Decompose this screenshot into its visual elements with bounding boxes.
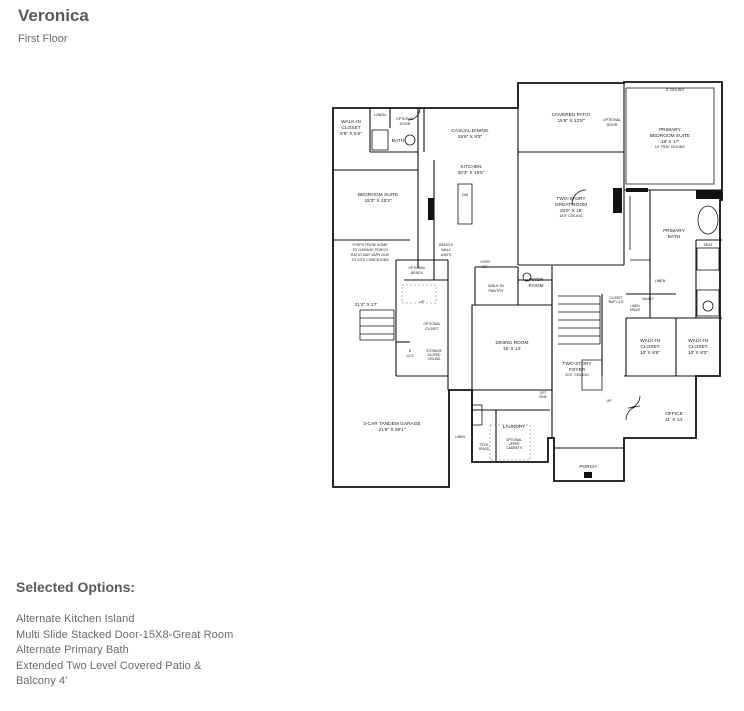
laundry-label: LAUNDRY bbox=[503, 424, 527, 430]
foyer-label-2: FOYER bbox=[569, 367, 586, 373]
kitchen-label: KITCHEN bbox=[460, 164, 482, 170]
optional-door-1-label: OPTIONAL bbox=[396, 117, 414, 121]
foyer-note: 20'0" CEILING bbox=[565, 373, 589, 377]
seat-label: SEAT bbox=[703, 243, 713, 247]
office-dim: 11' X 14' bbox=[665, 417, 683, 423]
walkin-closet-3-dim: 10' X 8'3" bbox=[688, 350, 708, 356]
walkin-closet-1-label: WALK-IN bbox=[341, 119, 361, 125]
garage-upper-dim: 21'4" X 17' bbox=[355, 302, 378, 308]
primary-suite-dim: 18' X 17' bbox=[661, 139, 679, 145]
porch-label: PORCH bbox=[579, 464, 597, 470]
optional-door-2-label-2: DOOR bbox=[607, 123, 618, 127]
bath-label: BATH bbox=[392, 138, 405, 144]
primary-suite-label: PRIMARY bbox=[659, 127, 682, 133]
optional-sink-label-2: SINK bbox=[539, 395, 547, 399]
drop-zone-label-3: UNITS bbox=[441, 253, 452, 257]
linen-3-label: LINEN bbox=[455, 435, 466, 439]
optional-closet-label: OPTIONAL bbox=[423, 322, 440, 326]
dining-room-dim: 15' X 14' bbox=[503, 346, 521, 352]
walkin-closet-1-label-2: CLOSET bbox=[341, 125, 360, 131]
optional-door-1-label-2: DOOR bbox=[400, 122, 411, 126]
optional-cabinets-label-3: CABINETS bbox=[506, 446, 522, 450]
up-2-label: UP bbox=[607, 399, 613, 403]
primary-suite-note: 10' TRAY CEILING bbox=[655, 145, 685, 149]
optional-door-2-label: OPTIONAL bbox=[603, 118, 621, 122]
selected-options-heading: Selected Options: bbox=[16, 579, 136, 595]
casual-dining-label: CASUAL DINING bbox=[451, 128, 488, 134]
linen-space-label: LINEN bbox=[630, 304, 640, 308]
optional-bench-label-2: BENCH bbox=[411, 271, 423, 275]
optional-cabinets-label-2: UPPER bbox=[509, 442, 521, 446]
dining-room-label: DINING ROOM bbox=[495, 340, 528, 346]
linen-1-label: LINEN bbox=[374, 112, 386, 117]
optional-bench-label: OPTIONAL bbox=[408, 266, 425, 270]
vanity-label: VANITY bbox=[642, 297, 655, 301]
storage-label-3: CEILING bbox=[428, 357, 441, 361]
closet-d-label-2: CLS bbox=[407, 354, 415, 358]
pwdr-room-label-2: ROOM bbox=[529, 283, 544, 289]
walkin-pantry-label-2: PANTRY bbox=[488, 289, 504, 293]
walkin-pantry-label: WALK-IN bbox=[488, 284, 504, 288]
garage-steps-note-2: TO GARAGE PORCH bbox=[352, 248, 388, 252]
kitchen-dim: 20'3" X 15'5" bbox=[457, 170, 484, 176]
covered-patio-label: COVERED PATIO bbox=[552, 112, 591, 118]
great-room-label: TWO-STORY bbox=[556, 196, 586, 202]
up-1-label: UP bbox=[420, 300, 426, 304]
walkin-closet-3-label-2: CLOSET bbox=[688, 344, 707, 350]
optional-closet-label-2: CLOSET bbox=[425, 327, 439, 331]
option-item: Multi Slide Stacked Door-15X8-Great Room bbox=[16, 628, 234, 641]
bedroom-suite-label: BEDROOM SUITE bbox=[358, 192, 398, 198]
storage-label: STORAGE bbox=[426, 349, 442, 353]
dw-label: DW bbox=[462, 193, 469, 197]
great-room-label-2: GREAT ROOM bbox=[555, 202, 587, 208]
option-item: Alternate Kitchen Island bbox=[16, 613, 135, 625]
linen-2-label: LINEN bbox=[655, 279, 666, 283]
garage-steps-note-3: RATIO MAY VARY DUE bbox=[351, 253, 390, 257]
closet-bup-label: CLOSET bbox=[609, 296, 623, 300]
walkin-closet-2-label: WALK-IN bbox=[640, 338, 660, 344]
walkin-closet-2-dim: 10' X 8'6" bbox=[640, 350, 660, 356]
great-room-dim: 19'0" X 19' bbox=[560, 208, 583, 214]
casual-dining-dim: 15'6" X 9'5" bbox=[458, 134, 483, 140]
covered-patio-dim: 15'6" X 12'8" bbox=[557, 118, 584, 124]
garage-dim: 21'8" X 30'1" bbox=[378, 427, 405, 433]
linen-space-label-2: SPACE bbox=[630, 308, 641, 312]
oven-label: OVEN bbox=[480, 260, 490, 264]
tech-space-label-2: SPACE bbox=[479, 447, 490, 451]
great-room-note: 18'0" CEILING bbox=[559, 214, 583, 218]
plan-title: Veronica bbox=[18, 6, 89, 25]
optional-cabinets-label: OPTIONAL bbox=[506, 438, 522, 442]
walkin-closet-3-label: WALK-IN bbox=[688, 338, 708, 344]
option-item: Balcony 4' bbox=[16, 675, 68, 687]
garage-steps-note-4: TO SITE CONDITIONS bbox=[351, 258, 389, 262]
tech-space-label: TECH bbox=[480, 443, 489, 447]
floor-plan: WALK-IN CLOSET 5'8" X 6'2" LINEN OPTIONA… bbox=[330, 80, 726, 492]
drop-zone-label: BENCH/ bbox=[439, 243, 453, 247]
bedroom-suite-dim: 15'3" X 15'2" bbox=[364, 198, 391, 204]
garage-steps-note: STEPS FROM HOME bbox=[352, 243, 388, 247]
walkin-closet-1-dim: 5'8" X 6'2" bbox=[340, 131, 362, 137]
primary-bath-label: PRIMARY bbox=[663, 228, 686, 234]
primary-bath-label-2: BATH bbox=[668, 234, 681, 240]
garage-label: 3-CAR TANDEM GARAGE bbox=[363, 421, 420, 427]
selected-options-list: Alternate Kitchen Island Multi Slide Sta… bbox=[16, 612, 233, 690]
floor-label: First Floor bbox=[18, 33, 68, 45]
walkin-closet-2-label-2: CLOSET bbox=[640, 344, 659, 350]
storage-label-2: SLOPED bbox=[428, 353, 442, 357]
closet-bup-label-2: BUP CLG bbox=[609, 300, 624, 304]
drop-zone-label-2: WALL bbox=[441, 248, 451, 252]
foyer-label: TWO-STORY bbox=[562, 361, 592, 367]
ceiling-note: 9' CEILING bbox=[666, 88, 684, 92]
pwdr-room-label: PWDR bbox=[529, 277, 544, 283]
office-label: OFFICE bbox=[665, 411, 683, 417]
optional-sink-label: OPT bbox=[540, 391, 547, 395]
primary-suite-label-2: BEDROOM SUITE bbox=[650, 133, 690, 139]
option-item: Extended Two Level Covered Patio & bbox=[16, 659, 202, 672]
ref-label: REF bbox=[482, 265, 489, 269]
option-item: Alternate Primary Bath bbox=[16, 644, 129, 656]
closet-d-label: D bbox=[409, 349, 412, 353]
